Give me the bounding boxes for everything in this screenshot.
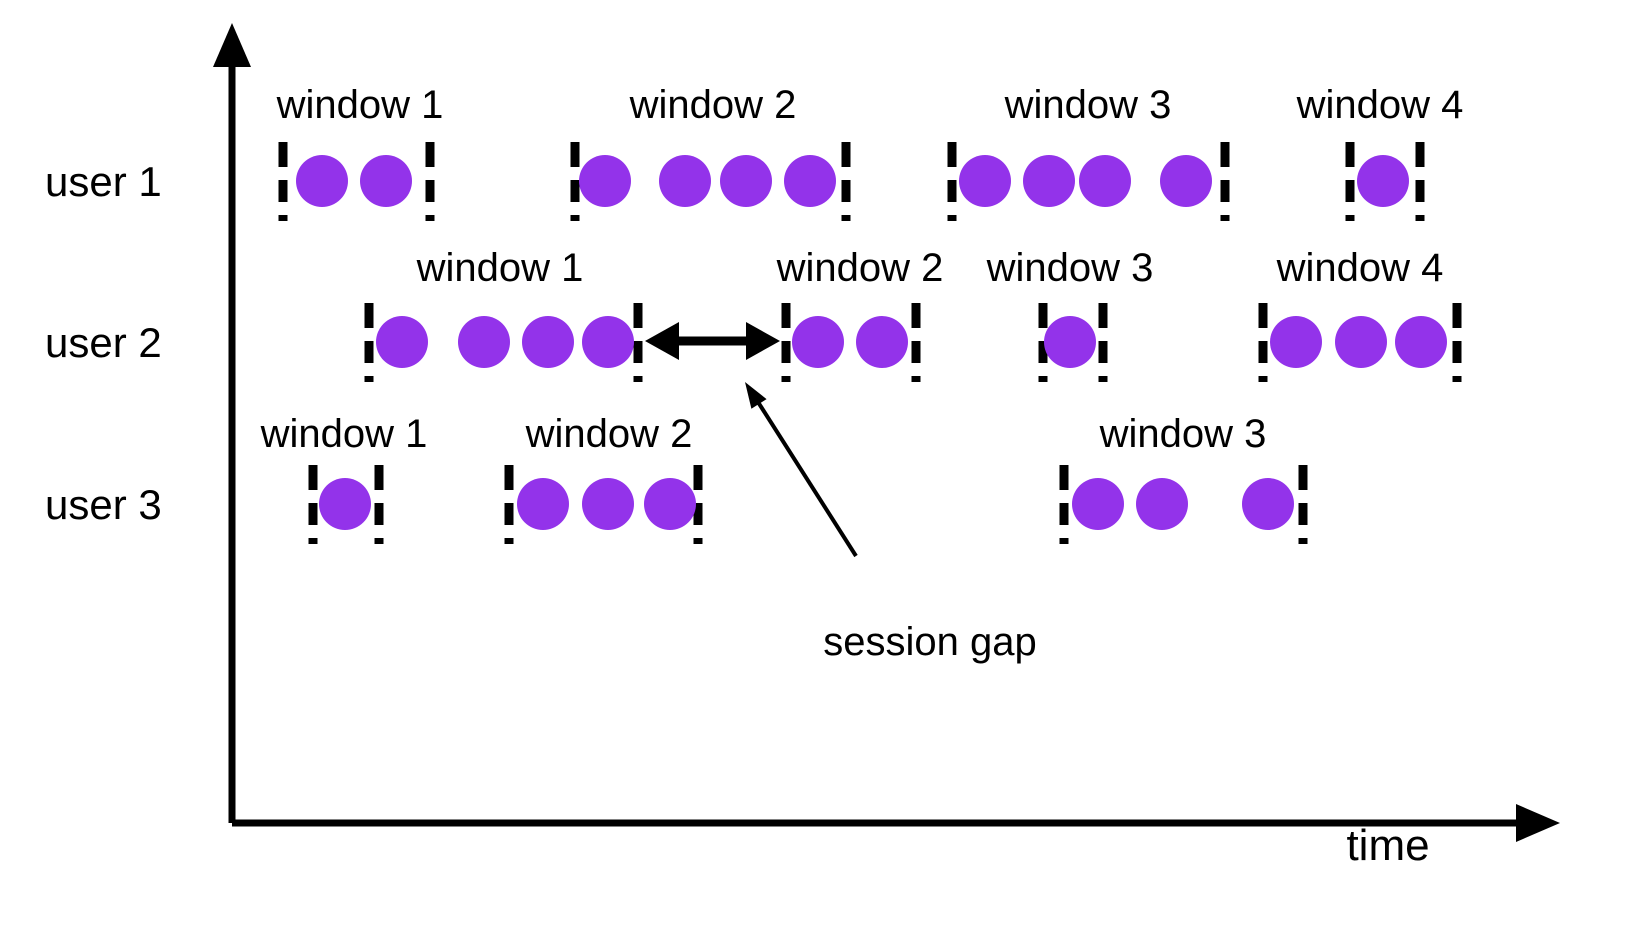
session-window: window 4 [1296, 83, 1464, 221]
x-axis-arrowhead-icon [1516, 804, 1560, 842]
session-window: window 3 [986, 246, 1154, 382]
window-label: window 2 [629, 83, 797, 127]
user-row-label: user 3 [45, 481, 162, 528]
axis-group [213, 23, 1560, 842]
session-window: window 2 [570, 83, 851, 221]
session-window: window 1 [276, 83, 444, 221]
session-gap-callout [745, 382, 858, 558]
user-row-label: user 1 [45, 158, 162, 205]
user-row: user 2 window 1 window 2 window 3 window 4 [45, 246, 1462, 382]
user-row: user 3 window 1 window 2 window 3 [45, 412, 1308, 544]
session-window: window 1 [260, 412, 428, 544]
session-gap-arrow [645, 322, 780, 360]
window-label: window 1 [260, 412, 428, 456]
window-label: window 3 [1099, 412, 1267, 456]
window-label: window 3 [986, 246, 1154, 290]
y-axis-arrowhead-icon [213, 23, 251, 67]
session-gap-label: session gap [823, 620, 1036, 664]
session-gap-leader-arrowhead-icon [745, 382, 767, 409]
window-label: window 2 [525, 412, 693, 456]
session-gap-arrowhead-right-icon [746, 322, 780, 360]
session-window: window 4 [1258, 246, 1462, 382]
window-label: window 4 [1276, 246, 1444, 290]
session-gap-leader-line [756, 400, 858, 558]
session-window: window 2 [776, 246, 944, 382]
session-window: window 3 [1059, 412, 1308, 544]
session-gap-arrowhead-left-icon [645, 322, 679, 360]
session-window: window 3 [947, 83, 1230, 221]
window-label: window 1 [416, 246, 584, 290]
window-label: window 4 [1296, 83, 1464, 127]
session-window: window 1 [364, 246, 643, 382]
session-window: window 2 [504, 412, 703, 544]
window-label: window 1 [276, 83, 444, 127]
user-row-label: user 2 [45, 319, 162, 366]
user-row: user 1 window 1 window 2 window 3 window 4 [45, 83, 1463, 221]
window-label: window 3 [1004, 83, 1172, 127]
time-axis-label: time [1346, 821, 1429, 870]
window-label: window 2 [776, 246, 944, 290]
